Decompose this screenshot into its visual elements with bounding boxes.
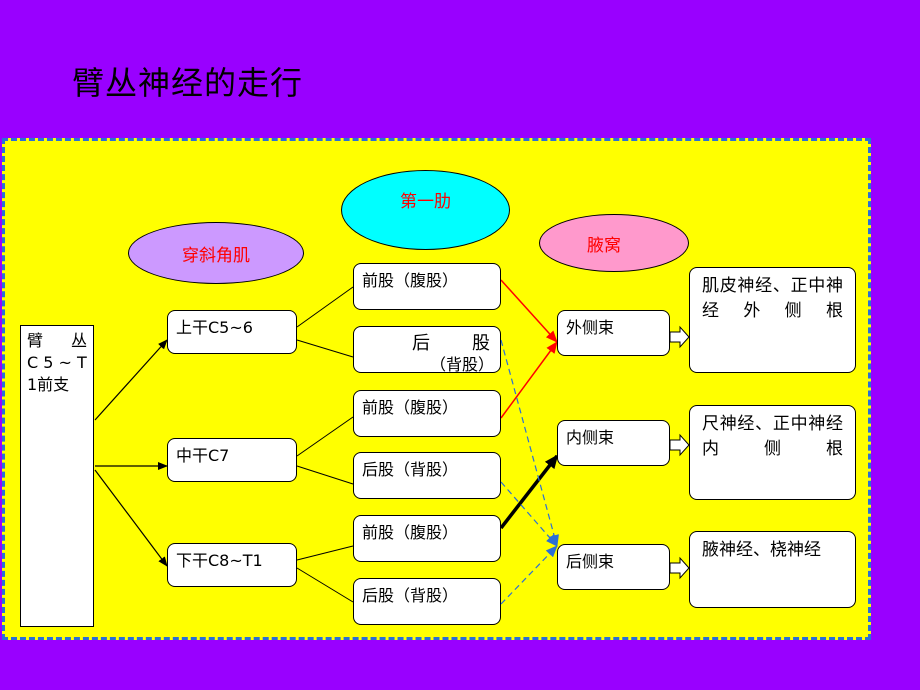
lower-anterior-division: 前股（腹股） <box>353 515 501 562</box>
lower-anterior-label: 前股（腹股） <box>362 523 459 542</box>
posterior-cord-label: 后侧束 <box>566 552 615 571</box>
root-label-2: C 5 ~ T <box>27 353 87 372</box>
root-to-lower-arrow <box>94 469 168 567</box>
medial-to-branch-arrow <box>669 433 690 457</box>
lateral-branches-label: 肌皮神经、正中神经外侧根 <box>702 276 843 321</box>
trunk-upper-box: 上干C5~6 <box>167 310 297 354</box>
upper-posterior-label-c: （背股） <box>429 355 494 374</box>
root-to-upper-arrow <box>94 339 168 421</box>
lower-post-to-posterior-arrow <box>500 545 558 605</box>
upper-posterior-label-b: 股 <box>472 333 490 354</box>
first-rib-ellipse: 第一肋 <box>341 170 510 250</box>
lateral-cord-label: 外侧束 <box>566 318 615 337</box>
upper-posterior-division: 后 股 （背股） <box>353 326 501 374</box>
root-label-1a: 臂 <box>27 331 44 350</box>
lower-posterior-division: 后股（背股） <box>353 578 501 625</box>
middle-ant-to-lateral-arrow <box>500 341 558 419</box>
trunk-lower-label: 下干C8~T1 <box>176 551 263 570</box>
posterior-to-branch-arrow <box>669 556 690 580</box>
upper-anterior-division: 前股（腹股） <box>353 263 501 310</box>
medial-cord-label: 内侧束 <box>566 428 615 447</box>
middle-posterior-label: 后股（背股） <box>362 460 459 479</box>
lateral-cord-box: 外侧束 <box>557 310 670 356</box>
first-rib-label: 第一肋 <box>400 191 451 212</box>
middle-posterior-division: 后股（背股） <box>353 452 501 499</box>
upper-to-ant-line <box>296 286 354 328</box>
posterior-branches-box: 腋神经、桡神经 <box>689 531 856 608</box>
middle-anterior-label: 前股（腹股） <box>362 398 459 417</box>
lower-ant-to-medial-arrow <box>499 454 559 530</box>
page-title: 臂丛神经的走行 <box>72 64 304 102</box>
scalene-label: 穿斜角肌 <box>182 245 250 266</box>
lateral-to-branch-arrow <box>669 325 690 349</box>
posterior-branches-label: 腋神经、桡神经 <box>702 540 821 560</box>
medial-branches-label: 尺神经、正中神经内侧根 <box>702 414 843 459</box>
middle-anterior-division: 前股（腹股） <box>353 390 501 437</box>
upper-posterior-label-a: 后 <box>412 333 430 354</box>
lower-to-ant-line <box>296 545 354 561</box>
root-label-1b: 丛 <box>70 331 87 350</box>
axilla-label: 腋窝 <box>587 235 621 256</box>
root-label-3: 1前支 <box>27 375 70 394</box>
axilla-ellipse: 腋窝 <box>539 214 689 272</box>
posterior-cord-box: 后侧束 <box>557 544 670 590</box>
middle-to-post-line <box>296 465 354 485</box>
upper-ant-to-lateral-arrow <box>500 279 558 343</box>
middle-to-ant-line <box>296 416 354 457</box>
trunk-lower-box: 下干C8~T1 <box>167 543 297 587</box>
trunk-upper-label: 上干C5~6 <box>176 318 253 337</box>
medial-branches-box: 尺神经、正中神经内侧根 <box>689 405 856 500</box>
lower-posterior-label: 后股（背股） <box>362 586 459 605</box>
root-box: 臂 丛 C 5 ~ T 1前支 <box>20 325 94 627</box>
upper-post-to-posterior-arrow <box>500 339 559 547</box>
trunk-middle-label: 中干C7 <box>176 446 230 465</box>
lateral-branches-box: 肌皮神经、正中神经外侧根 <box>689 267 856 373</box>
lower-to-post-line <box>296 567 354 603</box>
medial-cord-box: 内侧束 <box>557 420 670 466</box>
middle-post-to-posterior-arrow <box>500 481 558 547</box>
upper-anterior-label: 前股（腹股） <box>362 271 459 290</box>
trunk-middle-box: 中干C7 <box>167 438 297 482</box>
upper-to-post-line <box>296 339 354 358</box>
scalene-ellipse: 穿斜角肌 <box>128 222 304 284</box>
